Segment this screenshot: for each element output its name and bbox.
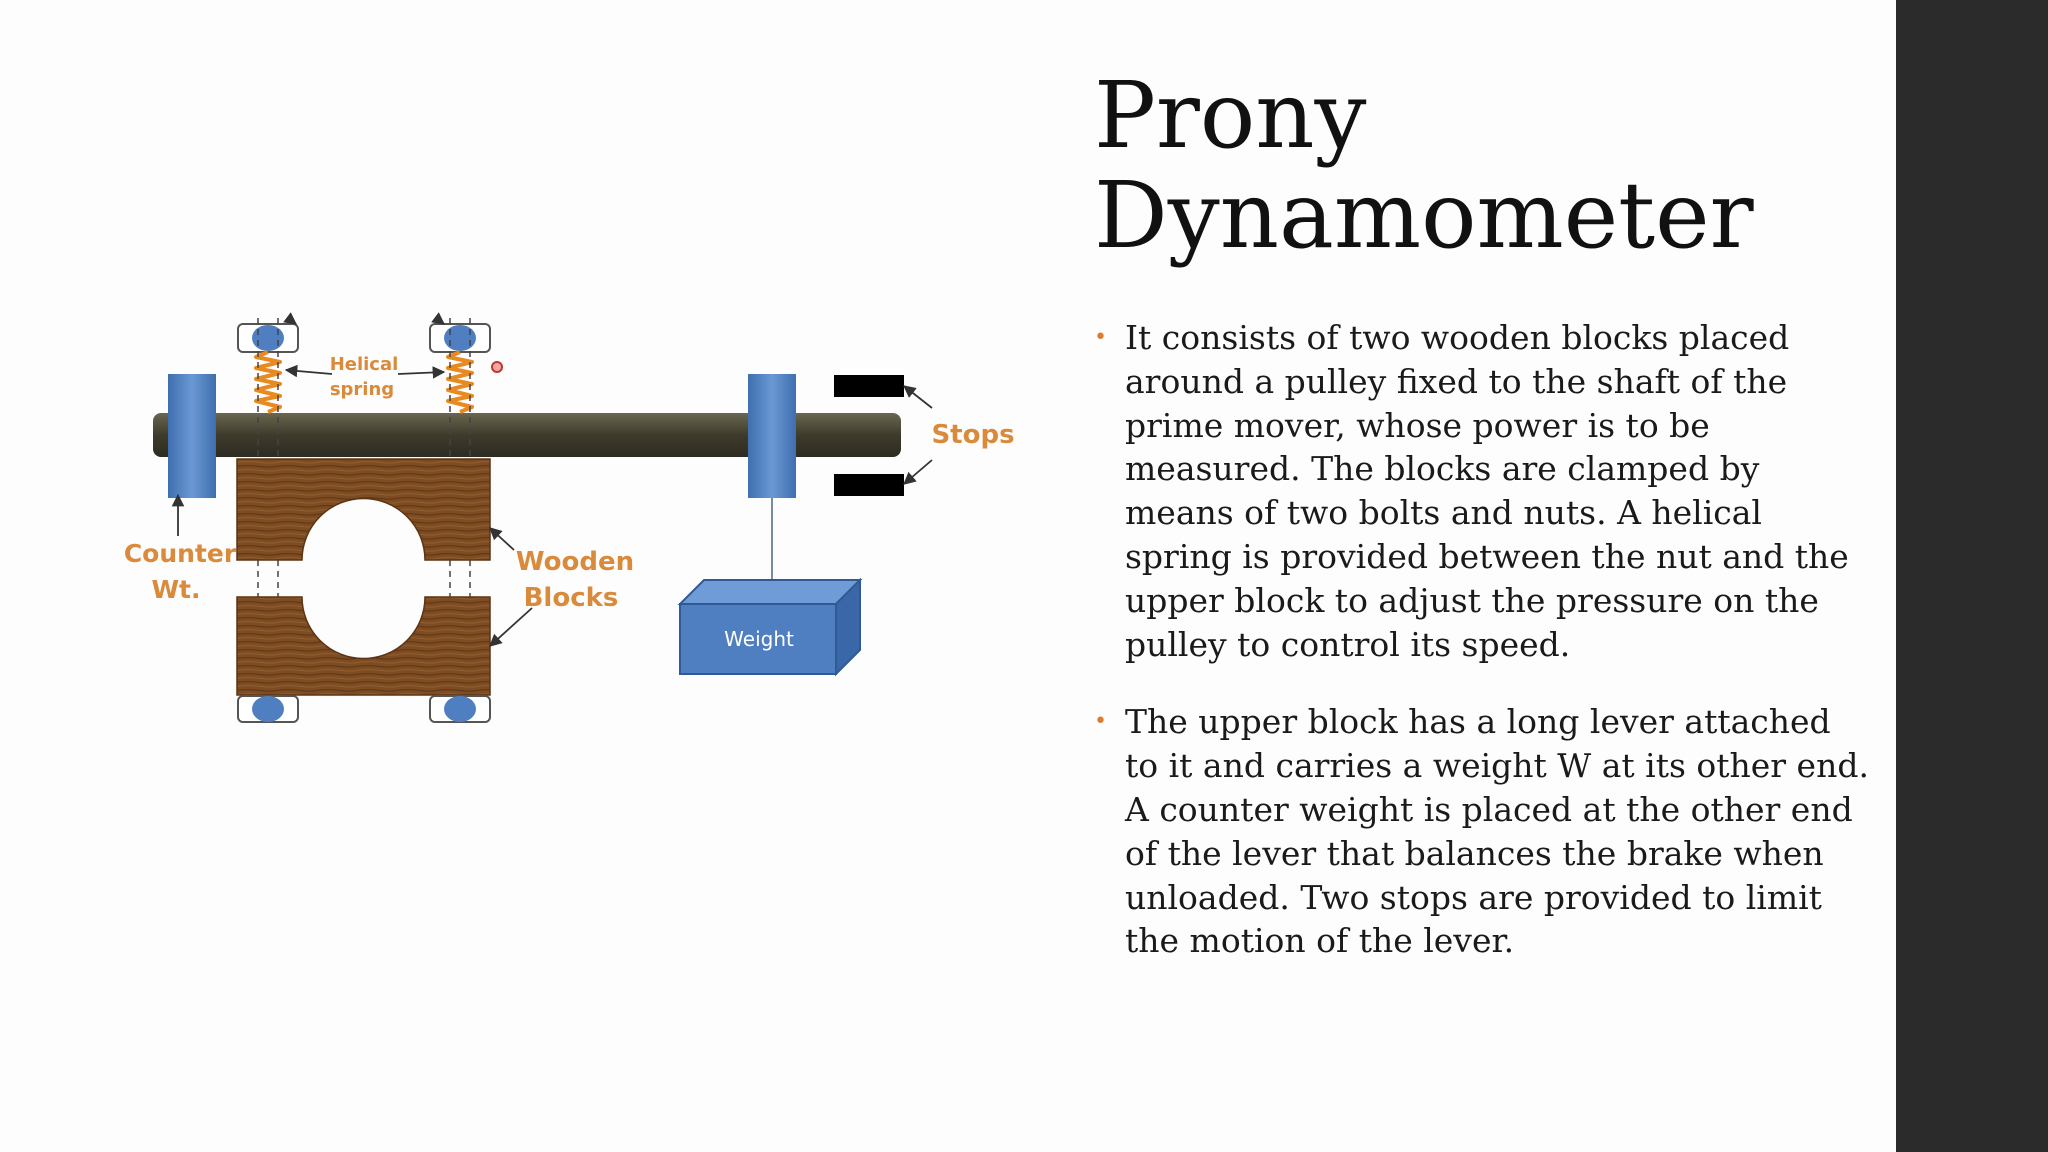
prony-dynamometer-diagram: Helical spring Counter Wt. Wooden Blocks… (124, 312, 1015, 723)
upper-nut-left (237, 323, 299, 353)
upper-nut-right (429, 323, 491, 353)
weight-box (677, 577, 863, 677)
weight-hanger (748, 374, 796, 498)
stops-label: Stops (931, 420, 1014, 450)
wooden-blocks-label-line2: Blocks (524, 583, 619, 613)
helical-spring-left (254, 350, 282, 414)
wooden-block-lower (236, 596, 491, 696)
stop-lower (834, 474, 904, 496)
counter-weight-label-line1: Counter (124, 539, 237, 568)
bullet-dot-icon: • (1094, 325, 1107, 350)
cursor-dot (491, 361, 503, 373)
stop-upper (834, 375, 904, 397)
weight-label: Weight (724, 627, 794, 651)
bullet-item: • It consists of two wooden blocks place… (1094, 316, 1874, 666)
lower-nut-right (429, 695, 491, 723)
wooden-blocks-label-line1: Wooden (516, 547, 634, 577)
slide-title: Prony Dynamometer (1094, 66, 1854, 266)
helical-spring-label-line2: spring (330, 379, 394, 400)
slide: Helical spring Counter Wt. Wooden Blocks… (0, 0, 1896, 1152)
lower-nut-left (237, 695, 299, 723)
right-dark-panel (1896, 0, 2048, 1152)
slide-title-line1: Prony (1094, 62, 1367, 169)
pointer-arrows (171, 312, 933, 647)
helical-spring-label-line1: Helical (330, 354, 399, 375)
wooden-block-upper (236, 458, 491, 561)
helical-spring-right (446, 350, 474, 414)
counter-weight (168, 374, 216, 498)
bullet-list: • It consists of two wooden blocks place… (1094, 316, 1874, 997)
bullet-item: • The upper block has a long lever attac… (1094, 700, 1874, 963)
lever (153, 413, 901, 457)
counter-weight-label-line2: Wt. (151, 575, 200, 604)
bullet-dot-icon: • (1094, 709, 1107, 735)
bullet-text: The upper block has a long lever attache… (1125, 702, 1869, 961)
slide-title-line2: Dynamometer (1094, 162, 1754, 269)
bullet-text: It consists of two wooden blocks placed … (1125, 318, 1849, 664)
